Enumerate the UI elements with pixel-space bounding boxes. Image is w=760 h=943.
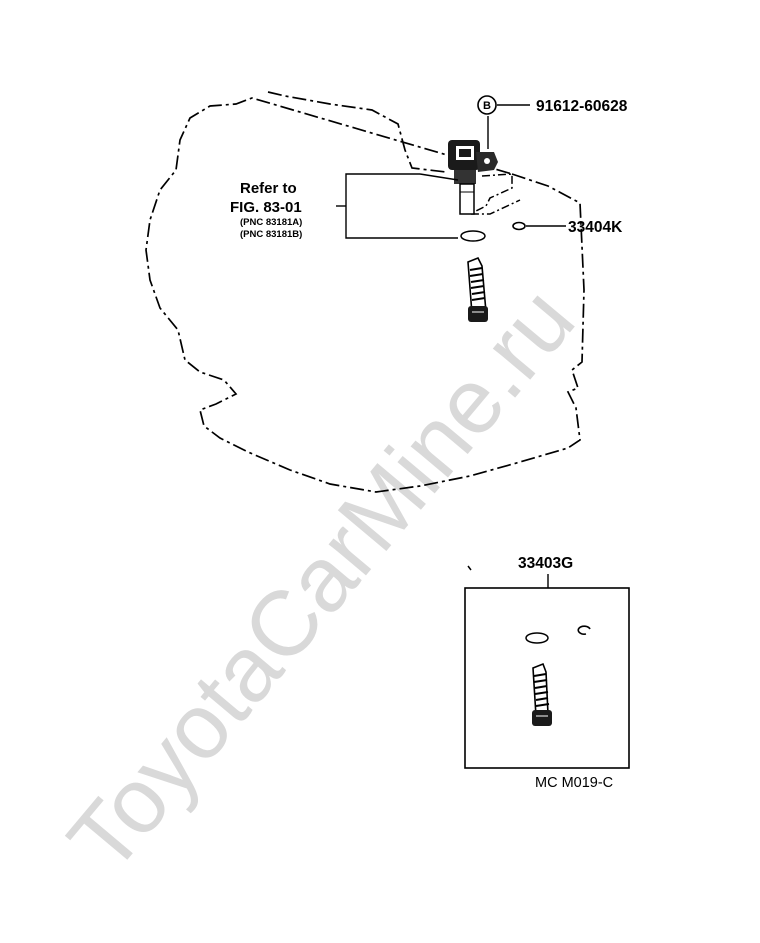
part-number-kit: 33403G [518, 555, 573, 572]
stray-mark [467, 565, 472, 571]
figure-code: MC M019-C [535, 775, 613, 791]
sensor-boss-outline [469, 173, 521, 215]
kit-o-ring [525, 632, 549, 644]
bolt-marker-circle [477, 95, 497, 115]
watermark: ToyotaCarMine.ru [49, 269, 594, 891]
refer-bracket-top [419, 173, 459, 181]
o-ring-upper [460, 230, 486, 242]
refer-figure-label: FIG. 83-01 [230, 199, 302, 216]
refer-pnc-a: (PNC 83181A) [240, 217, 302, 228]
speed-sensor-assembly [448, 140, 498, 215]
bolt-marker-label: B [483, 100, 491, 112]
part-number-bolt: 91612-60628 [536, 98, 628, 115]
refer-bracket [345, 173, 458, 239]
driven-gear [467, 256, 488, 322]
kit-driven-gear [532, 662, 552, 726]
refer-to-label: Refer to [240, 180, 297, 197]
clip-33404k [512, 221, 526, 231]
part-number-33404k: 33404K [568, 219, 623, 236]
kit-box [464, 587, 630, 769]
transmission-case-outline [145, 91, 585, 493]
kit-contents [525, 625, 591, 726]
refer-pnc-b: (PNC 83181B) [240, 229, 302, 240]
kit-clip [577, 625, 591, 635]
